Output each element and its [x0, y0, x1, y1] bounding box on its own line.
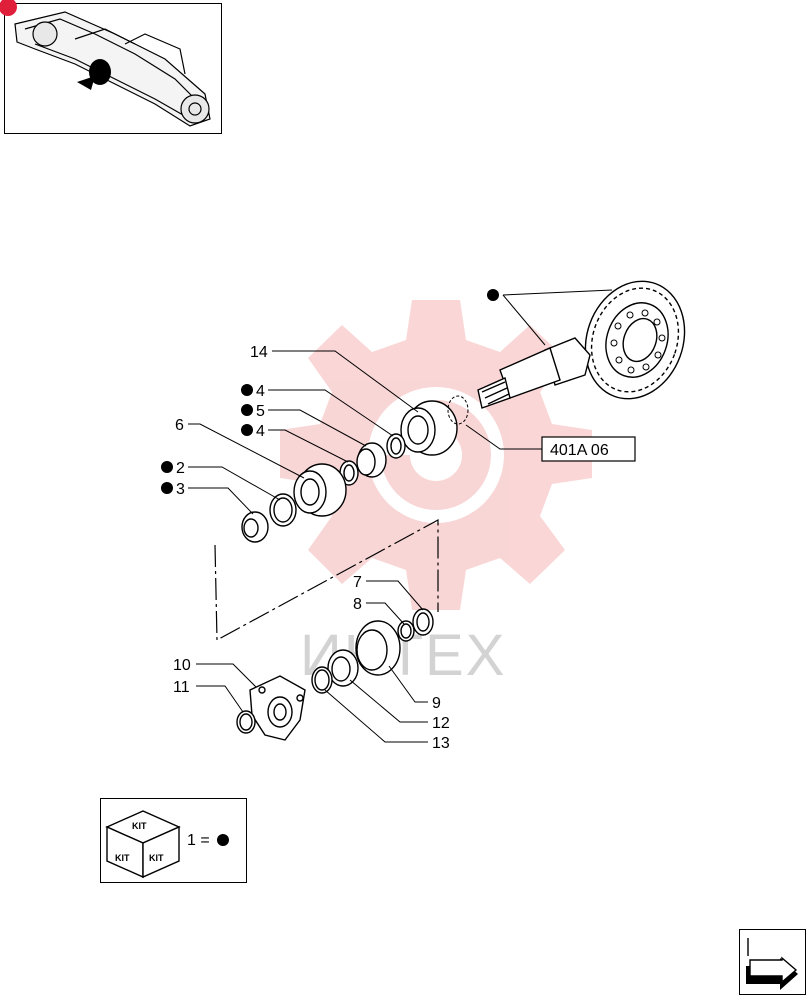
kit-bullet-3 [161, 482, 173, 494]
callout-4-upper[interactable]: 4 [256, 383, 265, 400]
callout-12[interactable]: 12 [432, 715, 450, 732]
kit-bullet-2 [161, 461, 173, 473]
bearing-6 [293, 463, 347, 517]
flange-10 [249, 675, 306, 741]
seal-9 [355, 620, 401, 676]
callout-7[interactable]: 7 [353, 574, 362, 591]
leader-lines [188, 289, 613, 743]
kit-cube-icon: KIT KIT KIT 1 = [105, 810, 229, 879]
callout-5[interactable]: 5 [256, 403, 265, 420]
kit-bullet-4a [241, 384, 253, 396]
kit-cube-left-text: KIT [115, 853, 130, 863]
ring-11 [236, 710, 256, 734]
next-page-button[interactable] [739, 929, 806, 995]
callout-9[interactable]: 9 [432, 695, 441, 712]
kit-equation-bullet [217, 834, 229, 846]
callout-10[interactable]: 10 [173, 657, 191, 674]
nut-3 [241, 511, 269, 543]
callout-3[interactable]: 3 [176, 481, 185, 498]
washer-12 [327, 649, 359, 687]
spacer-5 [356, 442, 387, 478]
kit-cube-top-text: KIT [132, 821, 147, 831]
kit-cube-right-text: KIT [149, 853, 164, 863]
bearing-14 [400, 400, 458, 456]
callout-11[interactable]: 11 [173, 679, 190, 696]
kit-legend: KIT KIT KIT 1 = [100, 798, 247, 883]
thumbnail-marker-dot [0, 0, 17, 16]
reference-label[interactable]: 401A 06 [550, 442, 609, 459]
callout-4-lower[interactable]: 4 [256, 423, 265, 440]
ring-8 [397, 620, 415, 642]
kit-bullet-5 [241, 404, 253, 416]
axle-thumbnail-drawing [14, 11, 211, 127]
callout-14[interactable]: 14 [250, 344, 268, 361]
ring-13 [311, 666, 333, 694]
next-page-arrow-icon [746, 938, 798, 990]
kit-bullet-crown-wheel [487, 289, 499, 301]
crown-wheel-pinion [477, 280, 686, 409]
axle-assembly-thumbnail[interactable] [0, 0, 222, 134]
alignment-lines [214, 518, 439, 641]
ring-2 [269, 493, 297, 527]
reference-box[interactable]: 401A 06 [541, 436, 636, 462]
callout-13[interactable]: 13 [432, 735, 450, 752]
callout-6[interactable]: 6 [175, 417, 184, 434]
ring-7 [412, 608, 434, 636]
ring-4-upper [386, 433, 406, 459]
washer-401a06 [447, 395, 469, 425]
callout-8[interactable]: 8 [353, 596, 362, 613]
kit-bullet-4b [241, 424, 253, 436]
kit-equation-text: 1 = [187, 832, 210, 849]
kit-bullets [161, 289, 499, 494]
callout-2[interactable]: 2 [176, 460, 185, 477]
